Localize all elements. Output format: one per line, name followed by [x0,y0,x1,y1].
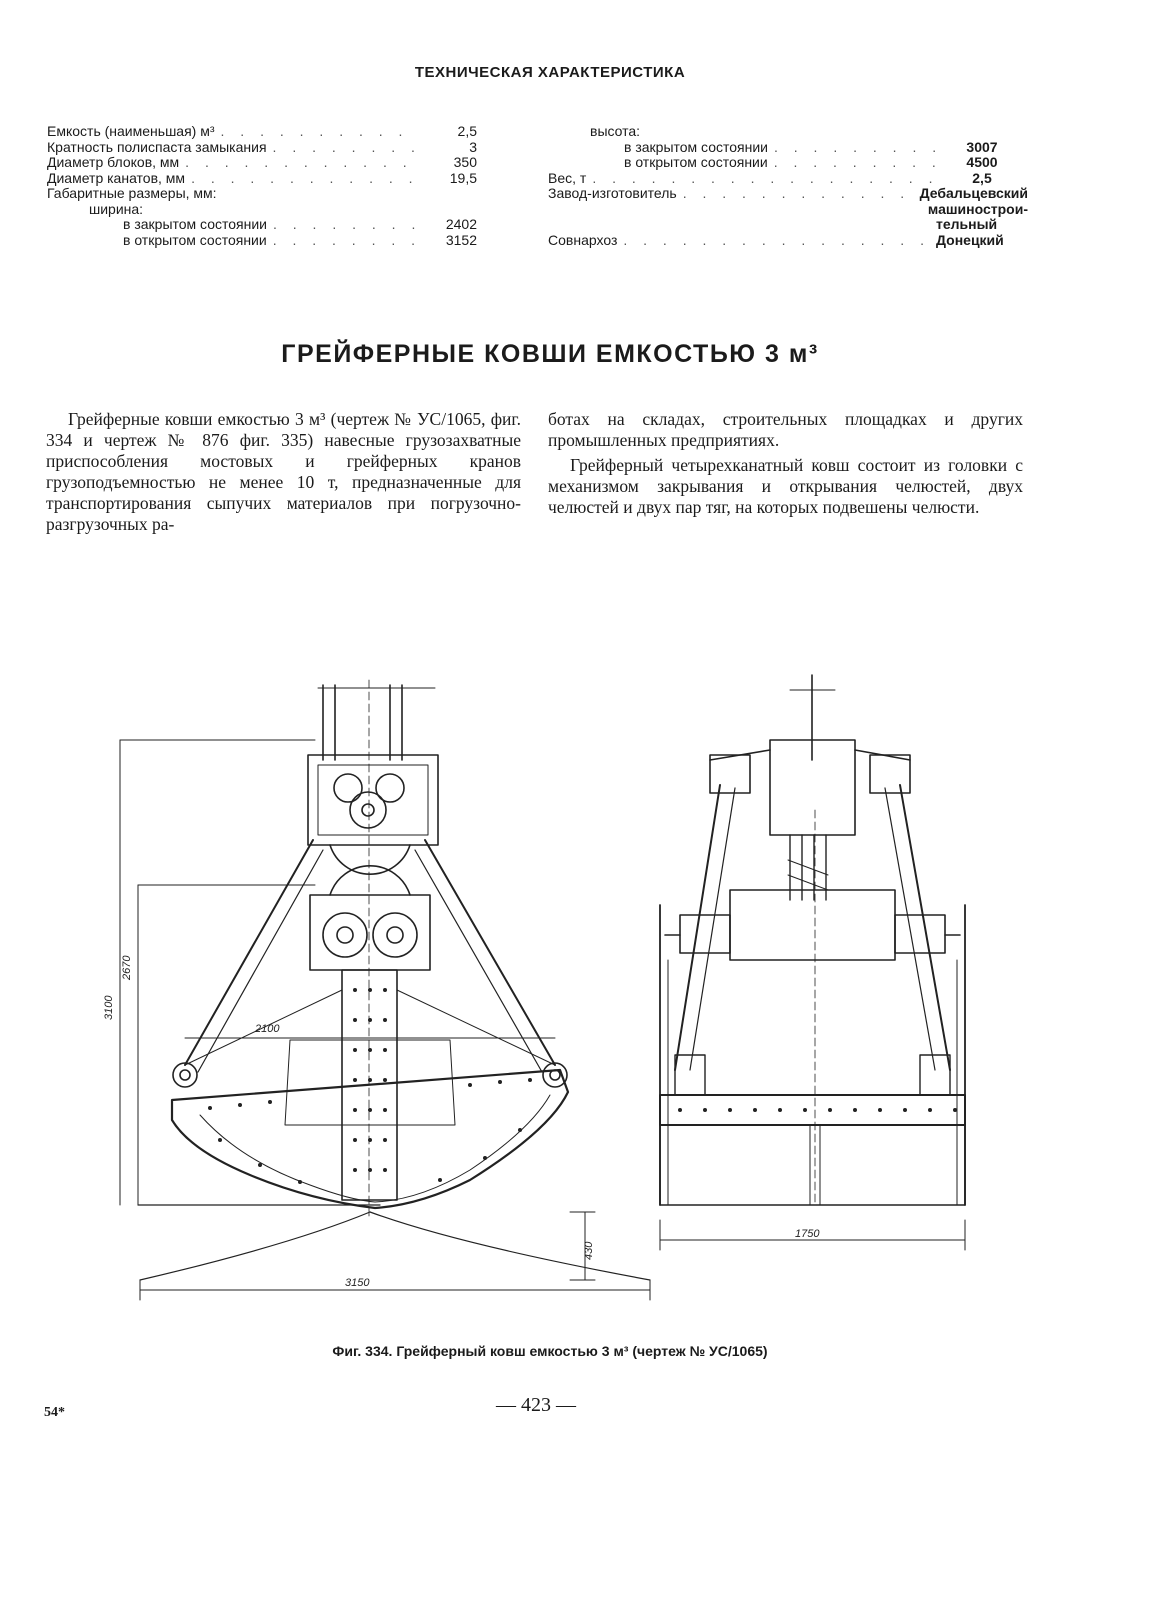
body-paragraph: ботах на складах, строительных площадках… [548,409,1023,450]
spec-subheading: высота: [590,123,641,139]
spec-value: 4500 [966,154,998,170]
spec-row: Диаметр блоков, мм . . . . . . . . . . .… [47,154,477,171]
leader-dots: . . . . . . . . . . . . [185,155,413,170]
spec-value: 2,5 [457,123,477,139]
signature-mark: 54* [44,1405,65,1420]
body-column-right: ботах на складах, строительных площадках… [548,409,1023,518]
body-column-left: Грейферные ковши емкостью 3 м³ (чертеж №… [46,409,521,535]
spec-row: Кратность полиспаста замыкания . . . . .… [47,138,477,156]
spec-label: Емкость (наименьшая) м³ [47,123,215,139]
leader-dots: . . . . . . . . . . . . . . . . . . [623,232,936,248]
spec-value: 3 [469,138,477,155]
spec-label: Кратность полиспаста замыкания [47,138,267,155]
spec-row: Диаметр канатов, мм . . . . . . . . . . … [47,169,477,187]
dim-side-width: 1750 [795,1228,820,1240]
dim-depth: 430 [583,1241,595,1260]
spec-value: 3152 [445,231,477,248]
leader-dots: . . . . . . . . . . . . [773,155,936,170]
spec-value: машинострои- [927,200,1028,217]
side-view [659,674,966,1251]
leader-dots: . . . . . . . . . . . . . . . . . . [592,170,936,186]
spec-row: Вес, т . . . . . . . . . . . . . . . . .… [548,169,1028,187]
spec-row: Совнархоз . . . . . . . . . . . . . . . … [548,231,1028,249]
spec-value: тельный [936,216,998,232]
spec-row: в закрытом состоянии . . . . . . . . . .… [47,216,477,233]
spec-subheading: ширина: [89,200,144,217]
leader-dots: . . . . . . . . . . . . [273,217,417,232]
spec-value: 350 [453,154,477,170]
spec-label: Завод-изготовитель [548,185,677,201]
spec-label: Вес, т [548,169,587,186]
spec-row: машинострои- [548,200,1028,218]
grab-bucket-drawing: 3100 2670 2100 3150 430 [90,660,1030,1329]
technical-drawing: 3100 2670 2100 3150 430 [103,674,966,1329]
spec-value: 3007 [966,138,998,155]
body-paragraph: Грейферный четырехканатный ковш состоит … [548,455,1023,517]
spec-value: Донецкий [936,231,1004,248]
running-head: ТЕХНИЧЕСКАЯ ХАРАКТЕРИСТИКА [414,64,686,81]
figure-caption: Фиг. 334. Грейферный ковш емкостью 3 м³ … [332,1343,768,1359]
leader-dots: . . . . . . . . . . . . [272,232,417,248]
spec-row: тельный [548,216,1028,233]
spec-label: Диаметр канатов, мм [47,169,186,186]
spec-row: в открытом состоянии . . . . . . . . . .… [47,231,477,249]
spec-value: 2402 [445,216,477,232]
spec-label: в открытом состоянии [624,154,768,170]
dim-width-open: 3150 [345,1277,370,1289]
spec-value: Дебальцевский [919,185,1028,201]
leader-dots: . . . . . . . . . . . . [774,139,936,155]
spec-value: 2,5 [972,169,992,186]
spec-label: в закрытом состоянии [123,216,267,232]
specs-right: высота: в закрытом состоянии . . . . . .… [548,123,1028,249]
spec-label: в открытом состоянии [123,231,267,248]
specs-left: Емкость (наименьшая) м³ . . . . . . . . … [47,123,477,249]
spec-row: в закрытом состоянии . . . . . . . . . .… [548,138,1028,156]
spec-label: Совнархоз [548,231,618,248]
section-title: ГРЕЙФЕРНЫЕ КОВШИ ЕМКОСТЬЮ 3 м³ [281,340,819,368]
spec-row: в открытом состоянии . . . . . . . . . .… [548,154,1028,171]
front-view [119,679,651,1329]
body-paragraph: Грейферные ковши емкостью 3 м³ (чертеж №… [46,409,521,534]
dim-height-total: 3100 [103,995,115,1020]
leader-dots: . . . . . . . . . . . . [272,139,417,155]
dim-height-inner: 2670 [121,955,133,981]
spec-value: 19,5 [449,169,477,186]
leader-dots: . . . . . . . . . . . . [191,170,417,186]
dim-span-arms: 2100 [254,1023,280,1035]
leader-dots: . . . . . . . . . . . . [220,124,417,139]
spec-label: Диаметр блоков, мм [47,154,180,170]
spec-label: в закрытом состоянии [624,138,768,155]
leader-dots: . . . . . . . . . . . . . . . . . . [682,186,920,201]
page-number: — 423 — [496,1394,576,1416]
spec-heading: Габаритные размеры, мм: [47,185,217,201]
spec-row: Емкость (наименьшая) м³ . . . . . . . . … [47,123,477,140]
spec-row: Завод-изготовитель . . . . . . . . . . .… [548,185,1028,202]
